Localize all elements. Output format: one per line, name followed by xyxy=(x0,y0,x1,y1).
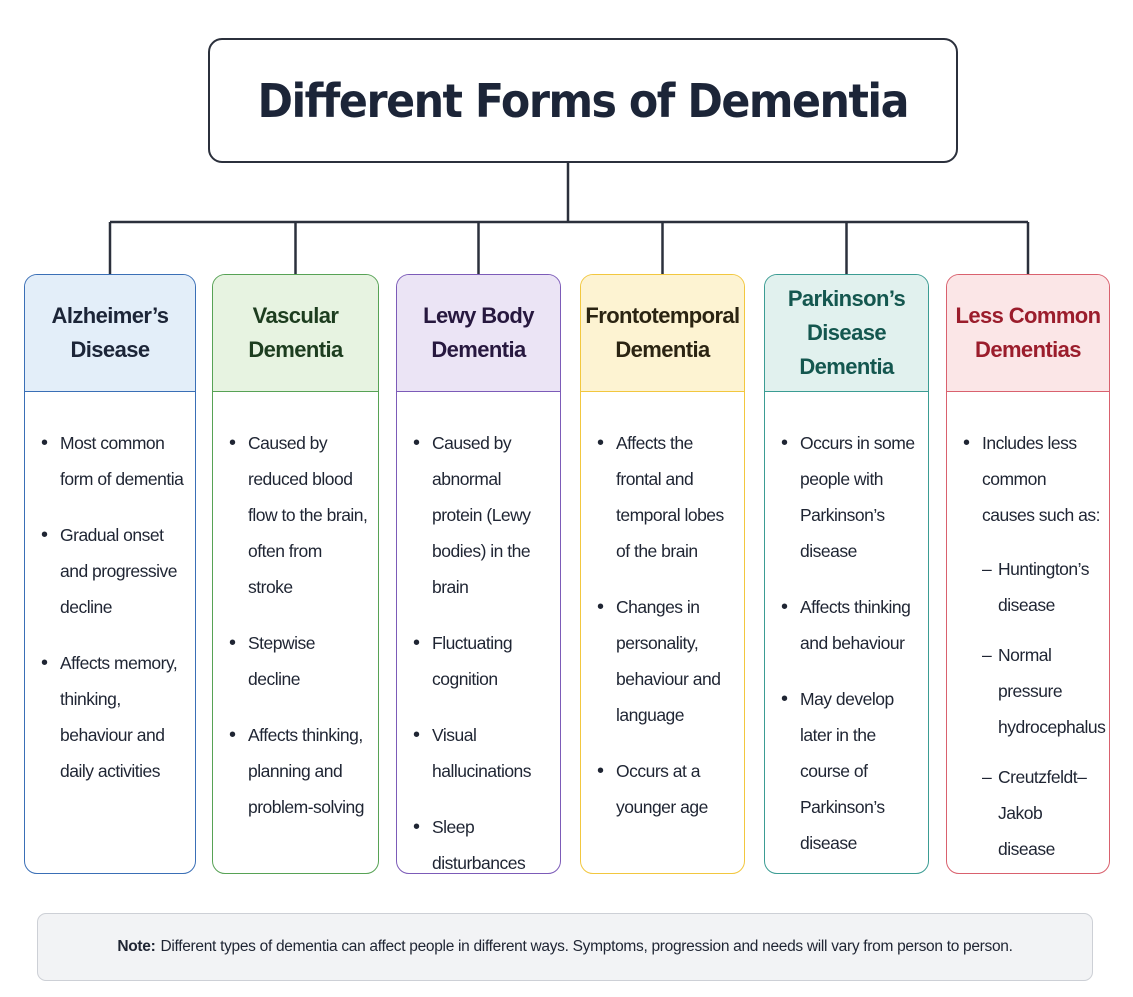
bullet-list: Most common form of dementiaGradual onse… xyxy=(38,425,187,789)
bullet-list: Includes less common causes such as: Hunt… xyxy=(960,425,1106,873)
card-title-line: Parkinson’s xyxy=(787,286,906,311)
bullet-item: Caused by reduced blood flow to the brai… xyxy=(226,425,370,605)
card-title-line: Disease Dementia xyxy=(799,320,894,379)
bullet-list: Caused by abnormal protein (Lewy bodies)… xyxy=(410,425,552,873)
card-title-line: Less Common xyxy=(955,303,1102,328)
bullet-item: Occurs in some people with Parkinson’s d… xyxy=(778,425,920,569)
diagram-title: Different Forms of Dementia xyxy=(257,73,910,128)
bullet-text: Affects thinking and behaviour xyxy=(800,597,911,653)
bullet-item: Fluctuating cognition xyxy=(410,625,552,697)
card-alzheimer-s-disease: Alzheimer’sDiseaseMost common form of de… xyxy=(24,274,196,874)
sub-list: Huntington’s diseaseNormal pressure hydr… xyxy=(982,551,1106,873)
bullet-item: Occurs at a younger age xyxy=(594,753,736,825)
bullet-item: Changes in personality, behaviour and la… xyxy=(594,589,736,733)
bullet-text: Most common form of dementia xyxy=(60,433,184,489)
card-title-line: Dementia xyxy=(248,337,343,362)
sub-item: Creutzfeldt–Jakob disease xyxy=(982,759,1101,867)
bullet-text: Includes less common causes such as: xyxy=(982,433,1100,525)
card-title-line: Dementias xyxy=(975,337,1081,362)
bullet-item: May develop later in the course of Parki… xyxy=(778,681,920,861)
card-vascular-dementia: VascularDementiaCaused by reduced blood … xyxy=(212,274,379,874)
title-box: Different Forms of Dementia xyxy=(208,38,958,163)
bullet-list: Caused by reduced blood flow to the brai… xyxy=(226,425,370,825)
bullet-text: Caused by reduced blood flow to the brai… xyxy=(248,433,368,597)
bullet-item: Affects the frontal and temporal lobes o… xyxy=(594,425,736,569)
bullet-item: Gradual onset and progressive decline xyxy=(38,517,187,625)
bullet-item: Affects thinking and behaviour xyxy=(778,589,920,661)
bullet-text: Fluctuating cognition xyxy=(432,633,513,689)
card-title-line: Alzheimer’s xyxy=(51,303,170,328)
bullet-text: Caused by abnormal protein (Lewy bodies)… xyxy=(432,433,531,597)
card-body: Caused by reduced blood flow to the brai… xyxy=(213,392,378,825)
bullet-text: Gradual onset and progressive decline xyxy=(60,525,178,617)
bullet-item: Caused by abnormal protein (Lewy bodies)… xyxy=(410,425,552,605)
bullet-text: Affects thinking, planning and problem-s… xyxy=(248,725,365,817)
note-text: Different types of dementia can affect p… xyxy=(160,938,1013,955)
bullet-item: Affects thinking, planning and problem-s… xyxy=(226,717,370,825)
bullet-text: Occurs in some people with Parkinson’s d… xyxy=(800,433,915,561)
card-title-line: Dementia xyxy=(431,337,526,362)
card-frontotemporal-dementia: FrontotemporalDementiaAffects the fronta… xyxy=(580,274,745,874)
card-body: Includes less common causes such as: Hunt… xyxy=(947,392,1109,873)
bullet-item: Sleep disturbances and movement symptoms xyxy=(410,809,552,873)
card-less-common-dementias: Less CommonDementiasIncludes less common… xyxy=(946,274,1110,874)
card-body: Caused by abnormal protein (Lewy bodies)… xyxy=(397,392,560,873)
card-body: Most common form of dementiaGradual onse… xyxy=(25,392,195,789)
bullet-text: Affects memory, thinking, behaviour and … xyxy=(60,653,178,781)
note-label: Note: xyxy=(117,938,156,955)
card-body: Affects the frontal and temporal lobes o… xyxy=(581,392,744,825)
bullet-text: Changes in personality, behaviour and la… xyxy=(616,597,721,725)
bullet-text: Stepwise decline xyxy=(248,633,316,689)
bullet-item: Most common form of dementia xyxy=(38,425,187,497)
bullet-text: Sleep disturbances and movement symptoms xyxy=(432,817,526,873)
sub-item: Normal pressure hydrocephalus xyxy=(982,637,1106,745)
card-title-line: Vascular xyxy=(252,303,339,328)
card-title-line: Lewy Body xyxy=(423,303,534,328)
card-lewy-body-dementia: Lewy BodyDementiaCaused by abnormal prot… xyxy=(396,274,561,874)
bullet-item: Includes less common causes such as: Hunt… xyxy=(960,425,1106,873)
card-title-line: Disease xyxy=(70,337,151,362)
bullet-text: Visual hallucinations xyxy=(432,725,532,781)
bullet-list: Affects the frontal and temporal lobes o… xyxy=(594,425,736,825)
note-box: Note: Different types of dementia can af… xyxy=(37,913,1093,981)
bullet-item: Affects memory, thinking, behaviour and … xyxy=(38,645,187,789)
card-title-line: Frontotemporal xyxy=(585,303,740,328)
bullet-item: Visual hallucinations xyxy=(410,717,552,789)
bullet-list: Occurs in some people with Parkinson’s d… xyxy=(778,425,920,861)
card-title-line: Dementia xyxy=(615,337,710,362)
bullet-text: Occurs at a younger age xyxy=(616,761,708,817)
sub-item: Huntington’s disease xyxy=(982,551,1101,623)
card-body: Occurs in some people with Parkinson’s d… xyxy=(765,392,928,861)
bullet-item: Stepwise decline xyxy=(226,625,370,697)
bullet-text: May develop later in the course of Parki… xyxy=(800,689,894,853)
bullet-text: Affects the frontal and temporal lobes o… xyxy=(616,433,724,561)
